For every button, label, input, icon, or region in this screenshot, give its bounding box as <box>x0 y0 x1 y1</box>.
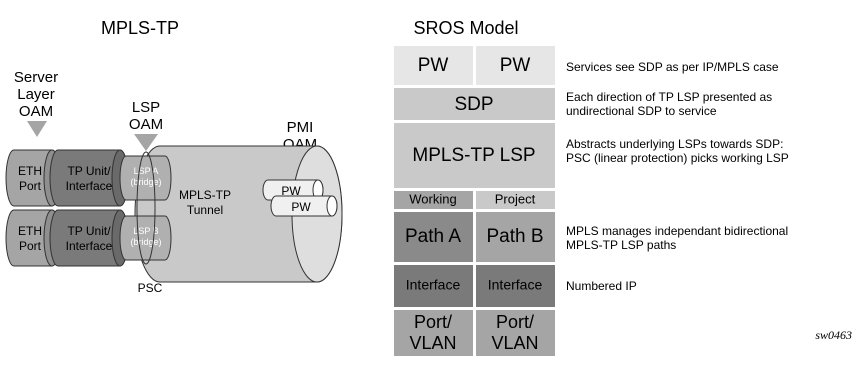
eth-port-top: ETH Port <box>5 149 61 207</box>
svg-text:MPLS manages independant bidir: MPLS manages independant bidirectional <box>566 224 788 238</box>
psc-ring <box>136 151 156 265</box>
svg-text:Numbered IP: Numbered IP <box>566 279 637 293</box>
description-pw: Services see SDP as per IP/MPLS case <box>566 60 779 74</box>
svg-text:MPLS-TP: MPLS-TP <box>179 188 231 202</box>
svg-text:LSP: LSP <box>132 99 160 116</box>
svg-text:TP Unit/: TP Unit/ <box>67 164 111 178</box>
project-cell-label: Project <box>495 191 536 206</box>
svg-text:Services see SDP as per IP/MPL: Services see SDP as per IP/MPLS case <box>566 60 779 74</box>
pw-tube-2: PW <box>270 195 338 217</box>
pw-cell-right <box>476 46 555 85</box>
svg-text:(bridge): (bridge) <box>130 237 161 247</box>
svg-text:TP Unit/: TP Unit/ <box>67 224 111 238</box>
lsp-oam-label: LSP OAM <box>129 99 163 133</box>
port-vlan-cell-left <box>394 310 473 356</box>
svg-text:ETH: ETH <box>18 224 42 238</box>
description-sdp: Each direction of TP LSP presented as un… <box>566 90 772 118</box>
svg-text:OAM: OAM <box>19 103 53 120</box>
pw-tube-1: PW <box>262 179 324 201</box>
svg-text:MPLS-TP LSP paths: MPLS-TP LSP paths <box>566 238 676 252</box>
description-interface: Numbered IP <box>566 279 637 293</box>
svg-text:Layer: Layer <box>17 86 55 103</box>
port-vlan-cell-left-line2: VLAN <box>409 333 456 353</box>
port-vlan-cell-right-line2: VLAN <box>491 333 538 353</box>
pw-cell-left <box>394 46 473 85</box>
sdp-cell-label: SDP <box>454 94 493 115</box>
interface-cell-left <box>394 265 473 307</box>
svg-text:Tunnel: Tunnel <box>187 203 223 217</box>
psc-label: PSC <box>138 281 163 295</box>
svg-text:ETH: ETH <box>18 164 42 178</box>
svg-text:Port: Port <box>19 239 42 253</box>
description-paths: MPLS manages independant bidirectional M… <box>566 224 788 252</box>
svg-text:PSC (linear protection) picks: PSC (linear protection) picks working LS… <box>566 151 789 165</box>
sdp-cell <box>394 88 555 120</box>
path-b-cell <box>476 212 555 262</box>
interface-cell-right <box>476 265 555 307</box>
port-vlan-cell-left-line1: Port/ <box>414 312 452 332</box>
working-cell <box>394 191 473 209</box>
tp-unit-bottom: TP Unit/ Interface <box>49 209 129 267</box>
svg-text:Abstracts underlying LSPs towa: Abstracts underlying LSPs towards SDP: <box>566 137 783 151</box>
server-layer-oam-label: Server Layer OAM <box>14 69 58 120</box>
lsp-a-bridge: LSP A (bridge) <box>119 155 172 201</box>
svg-text:PMI: PMI <box>287 119 314 136</box>
svg-text:Port: Port <box>19 179 42 193</box>
mpls-tp-title: MPLS-TP <box>101 18 179 38</box>
mpls-tp-lsp-cell-label: MPLS-TP LSP <box>412 145 535 166</box>
svg-text:LSP B: LSP B <box>133 226 158 236</box>
port-vlan-cell-right <box>476 310 555 356</box>
pw-cell-right-label: PW <box>500 55 531 76</box>
interface-cell-right-label: Interface <box>488 277 543 293</box>
lsp-b-bridge: LSP B (bridge) <box>119 215 172 261</box>
path-a-cell <box>394 212 473 262</box>
svg-text:PW: PW <box>291 200 311 214</box>
server-layer-oam-arrow <box>27 121 47 137</box>
tp-unit-top: TP Unit/ Interface <box>49 149 129 207</box>
port-vlan-cell-right-line1: Port/ <box>496 312 534 332</box>
working-cell-label: Working <box>409 191 456 206</box>
svg-text:(bridge): (bridge) <box>130 177 161 187</box>
svg-text:Interface: Interface <box>66 179 113 193</box>
project-cell <box>476 191 555 209</box>
path-b-cell-label: Path B <box>486 226 543 247</box>
svg-text:Interface: Interface <box>66 239 113 253</box>
svg-text:undirectional SDP to service: undirectional SDP to service <box>566 104 717 118</box>
lsp-oam-arrow <box>134 134 158 151</box>
description-lsp: Abstracts underlying LSPs towards SDP: P… <box>566 137 789 165</box>
interface-cell-left-label: Interface <box>406 277 461 293</box>
svg-text:Server: Server <box>14 69 58 86</box>
svg-text:PW: PW <box>281 184 301 198</box>
figure-id: sw0463 <box>815 328 852 342</box>
svg-text:LSP A: LSP A <box>134 166 159 176</box>
path-a-cell-label: Path A <box>405 226 461 247</box>
svg-text:Each direction of TP LSP prese: Each direction of TP LSP presented as <box>566 90 772 104</box>
sros-model-title: SROS Model <box>413 18 518 38</box>
svg-text:OAM: OAM <box>129 116 163 133</box>
pw-cell-left-label: PW <box>418 55 449 76</box>
mpls-tp-lsp-cell <box>394 123 555 188</box>
